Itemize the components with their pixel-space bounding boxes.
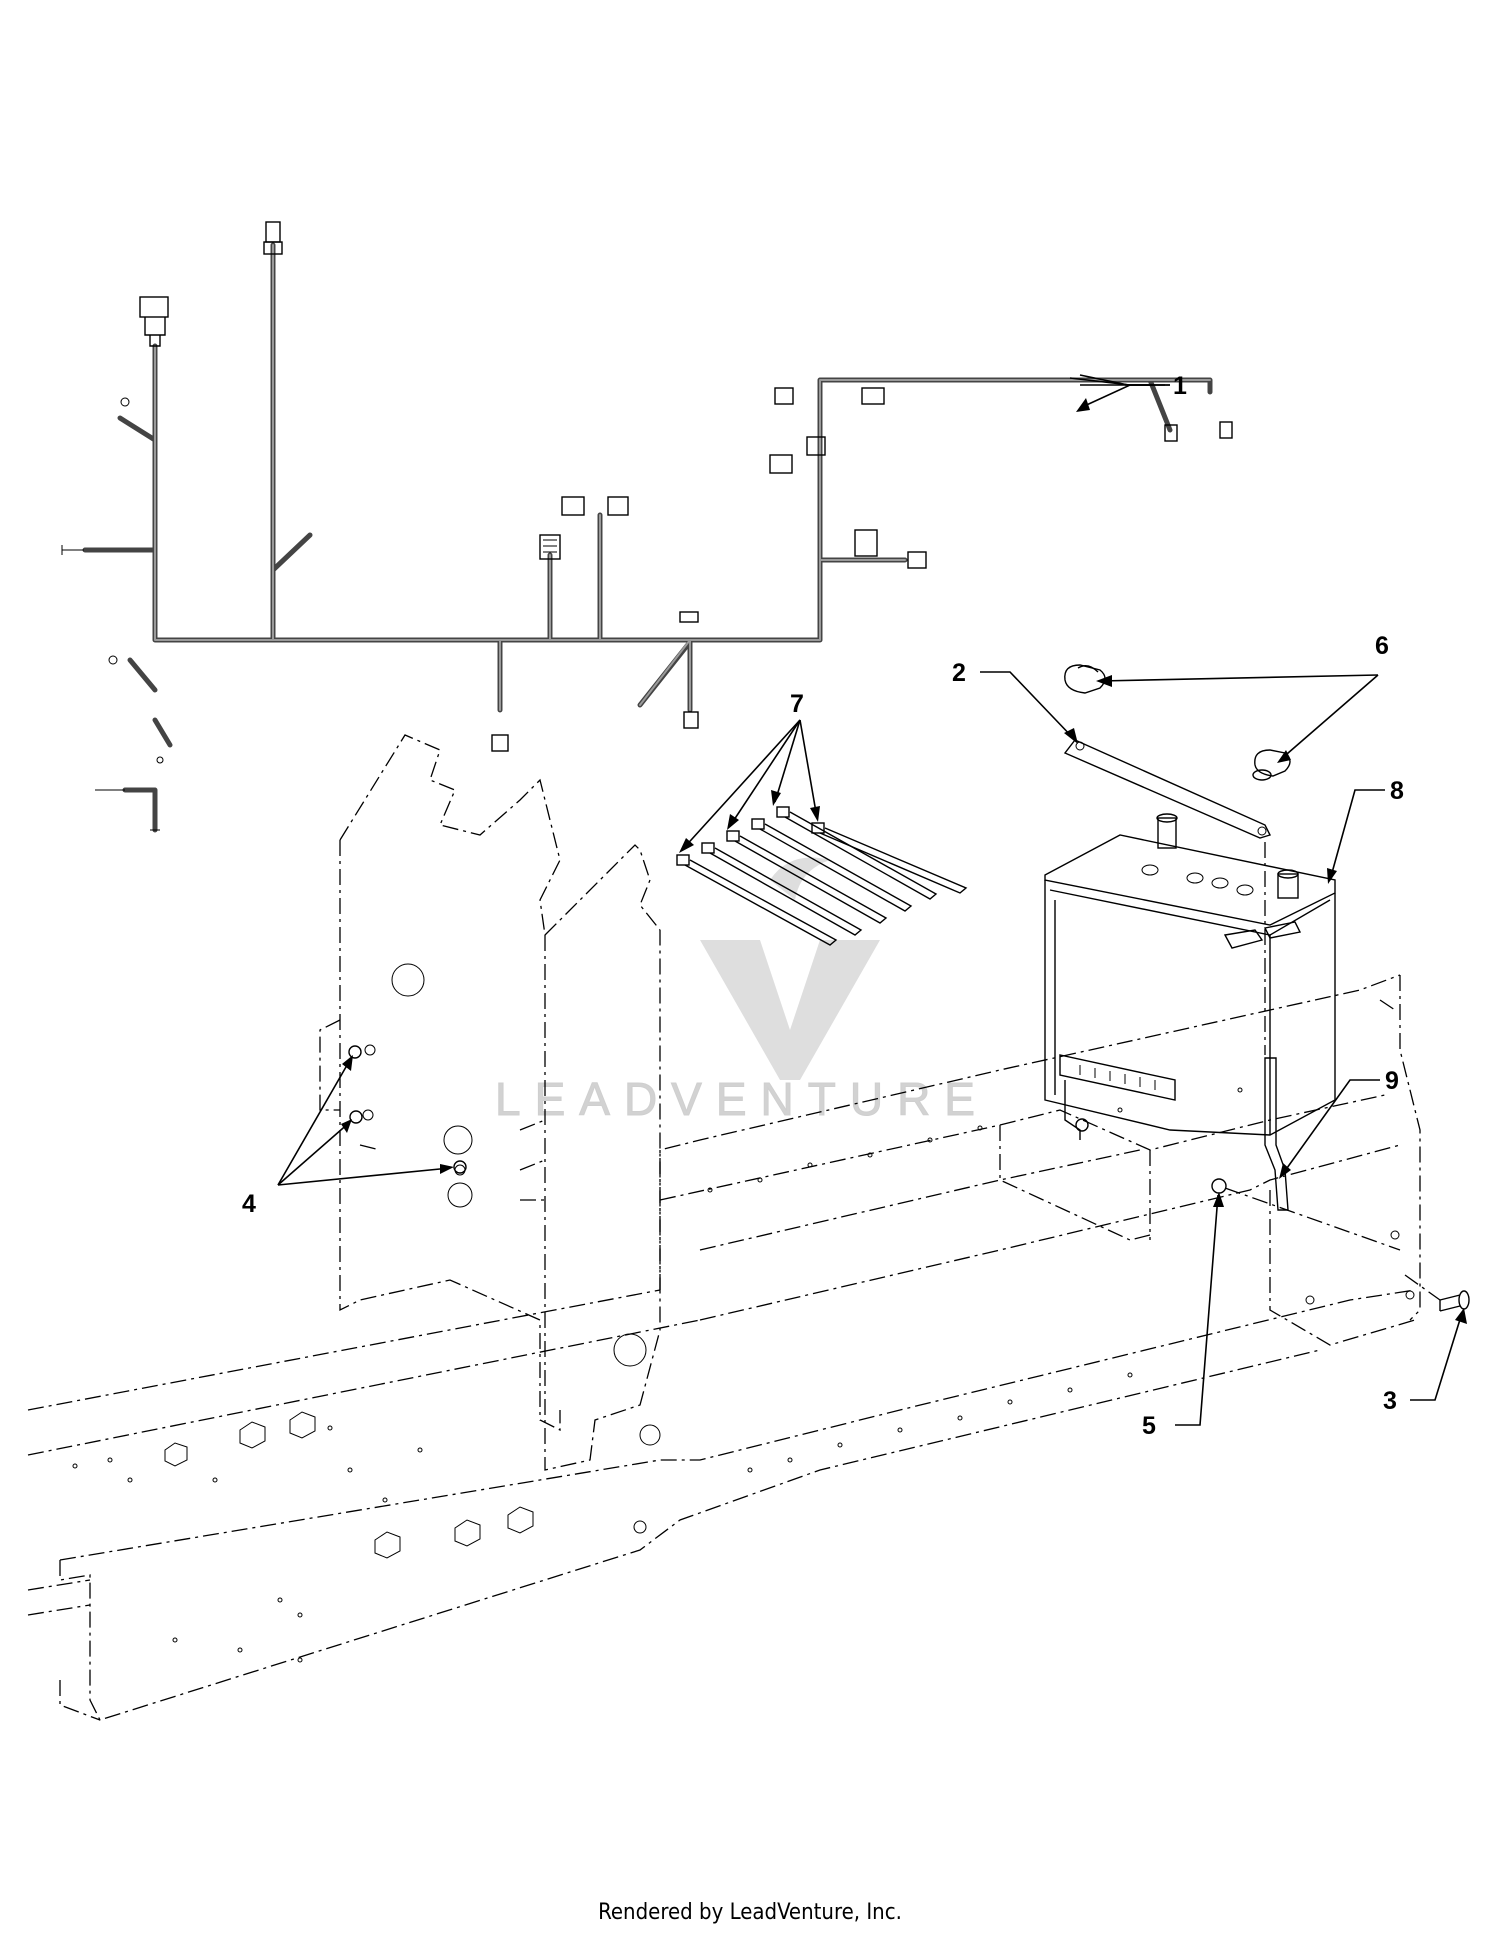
cable-tie xyxy=(726,830,888,924)
callout-6[interactable]: 6 xyxy=(1375,632,1389,660)
leader-9 xyxy=(1281,1079,1380,1176)
cable-tie xyxy=(676,854,838,946)
callout-8[interactable]: 8 xyxy=(1390,777,1404,805)
arrow-7c xyxy=(771,790,781,806)
leader-7a xyxy=(681,719,801,851)
leader-7c xyxy=(774,719,801,803)
cable-tie xyxy=(701,842,863,936)
callout-leaders xyxy=(277,384,1463,1426)
watermark-logo-icon xyxy=(700,857,880,1080)
cable-tie xyxy=(776,806,938,900)
arrow-6b xyxy=(1277,750,1291,763)
leader-1 xyxy=(1079,384,1165,409)
frame-holes xyxy=(72,1087,1415,1663)
leader-2 xyxy=(980,671,1076,741)
leader-6b xyxy=(1279,674,1379,761)
leader-5 xyxy=(1175,1194,1219,1426)
leader-4b xyxy=(277,1121,351,1186)
callout-2[interactable]: 2 xyxy=(952,659,966,687)
arrow-7a xyxy=(679,838,694,853)
nuts xyxy=(348,1045,1401,1251)
arrow-5 xyxy=(1213,1192,1224,1207)
arrow-6a xyxy=(1096,675,1112,687)
watermark-text: LEADVENTURE xyxy=(495,1073,989,1125)
arrow-8 xyxy=(1327,868,1337,884)
leader-8 xyxy=(1329,789,1385,881)
leader-6a xyxy=(1099,674,1379,682)
cable-ties xyxy=(676,806,968,946)
wire-harness xyxy=(61,221,1233,833)
callout-numbers: 1 2 3 4 5 6 7 8 9 xyxy=(242,372,1404,1440)
arrow-7d xyxy=(810,806,820,822)
hold-down-rod xyxy=(1264,842,1289,1211)
callout-1[interactable]: 1 xyxy=(1173,372,1187,400)
callout-7[interactable]: 7 xyxy=(790,690,804,718)
battery xyxy=(1044,813,1336,1136)
arrow-4b xyxy=(341,1119,352,1133)
arrow-4a xyxy=(342,1055,353,1071)
leader-3 xyxy=(1410,1312,1463,1401)
callout-4[interactable]: 4 xyxy=(242,1190,256,1218)
arrow-4c xyxy=(440,1164,454,1174)
arrowheads xyxy=(341,398,1467,1324)
callout-3[interactable]: 3 xyxy=(1383,1387,1397,1415)
arrow-3 xyxy=(1455,1308,1467,1324)
bolt xyxy=(1404,1274,1470,1312)
leader-7d xyxy=(799,719,818,819)
leader-4c xyxy=(277,1167,451,1186)
callout-9[interactable]: 9 xyxy=(1385,1067,1399,1095)
leader-7b xyxy=(729,719,801,827)
watermark: LEADVENTURE xyxy=(495,857,989,1126)
frame xyxy=(27,974,1421,1721)
cable-tie xyxy=(751,818,913,912)
cable-tie xyxy=(811,822,968,894)
terminal-covers xyxy=(1064,664,1291,781)
arrow-2 xyxy=(1064,728,1078,744)
hold-down-bar xyxy=(1063,739,1271,839)
footer-credit: Rendered by LeadVenture, Inc. xyxy=(598,1900,902,1925)
arrow-1 xyxy=(1076,398,1090,412)
callout-5[interactable]: 5 xyxy=(1142,1412,1156,1440)
arrow-9 xyxy=(1279,1163,1291,1179)
leader-4a xyxy=(277,1059,351,1186)
arrow-7b xyxy=(727,814,739,830)
